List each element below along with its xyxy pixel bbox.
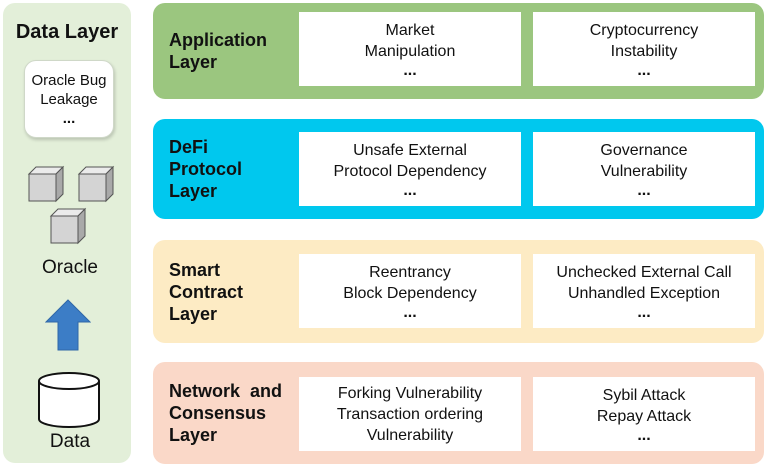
card-line: Forking Vulnerability [337,384,483,402]
threat-card: Forking Vulnerability Transaction orderi… [299,377,521,451]
card-dots: ... [637,303,651,321]
oracle-label: Oracle [42,257,98,278]
network-consensus-layer: Network and Consensus Layer Forking Vuln… [153,362,764,464]
layer-label: Network and Consensus Layer [169,362,282,464]
layer-label: DeFi Protocol Layer [169,119,242,219]
layer-label: Smart Contract Layer [169,240,243,343]
oracle-bug-line-1: Oracle Bug [31,71,107,89]
card-line: Sybil Attack [602,386,686,404]
card-line: Cryptocurrency [589,21,699,39]
layer-label-line: Layer [169,52,218,72]
layer-label-line: Application [169,30,267,50]
layer-label-line: Network and [169,381,283,401]
cube-icon [77,165,115,203]
card-dots: ... [637,61,651,79]
card-line: Repay Attack [596,407,692,425]
cube-icon [49,207,87,245]
threat-card: Unsafe External Protocol Dependency ... [299,132,521,206]
card-dots: ... [403,181,417,199]
layer-label-line: DeFi [169,137,209,157]
card-line: Vulnerability [600,162,688,180]
card-line: Vulnerability [366,426,454,444]
card-line: Unsafe External [353,141,467,159]
up-arrow-icon [45,299,91,351]
layer-label-line: Layer [169,181,218,201]
card-dots: ... [403,303,417,321]
database-icon [38,372,100,428]
card-line: Unchecked External Call [556,263,732,281]
card-dots: ... [403,61,417,79]
layer-label: Application Layer [169,3,267,99]
card-line: Market [385,21,435,39]
oracle-bug-dots: ... [62,109,76,127]
card-line: Unhandled Exception [567,284,721,302]
threat-card: Market Manipulation ... [299,12,521,86]
card-line: Instability [610,42,678,60]
threat-card: Governance Vulnerability ... [533,132,755,206]
card-line: Protocol Dependency [333,162,487,180]
layer-label-line: Contract [169,281,244,302]
card-dots: ... [637,181,651,199]
threat-card: Sybil Attack Repay Attack ... [533,377,755,451]
threat-card: Unchecked External Call Unhandled Except… [533,254,755,328]
smart-contract-layer: Smart Contract Layer Reentrancy Block De… [153,240,764,343]
layer-label-line: Smart [169,259,221,280]
data-label: Data [49,431,91,452]
card-line: Transaction ordering [336,405,484,423]
card-line: Block Dependency [343,284,477,302]
data-layer-title: Data Layer [15,21,119,43]
layer-label-line: Consensus [169,403,267,423]
threat-card: Reentrancy Block Dependency ... [299,254,521,328]
layer-label-line: Protocol [169,159,243,179]
card-line: Manipulation [364,42,456,60]
layer-label-line: Layer [169,425,218,445]
layer-label-line: Layer [169,303,218,324]
cube-icon [27,165,65,203]
data-layer-panel: Data Layer Oracle Bug Leakage ... Oracle… [3,3,131,463]
oracle-bug-line-2: Leakage [40,90,98,108]
card-dots: ... [637,426,651,444]
oracle-bug-box: Oracle Bug Leakage ... [24,60,114,138]
card-line: Governance [600,141,688,159]
application-layer: Application Layer Market Manipulation ..… [153,3,764,99]
card-line: Reentrancy [369,263,451,281]
defi-protocol-layer: DeFi Protocol Layer Unsafe External Prot… [153,119,764,219]
threat-card: Cryptocurrency Instability ... [533,12,755,86]
